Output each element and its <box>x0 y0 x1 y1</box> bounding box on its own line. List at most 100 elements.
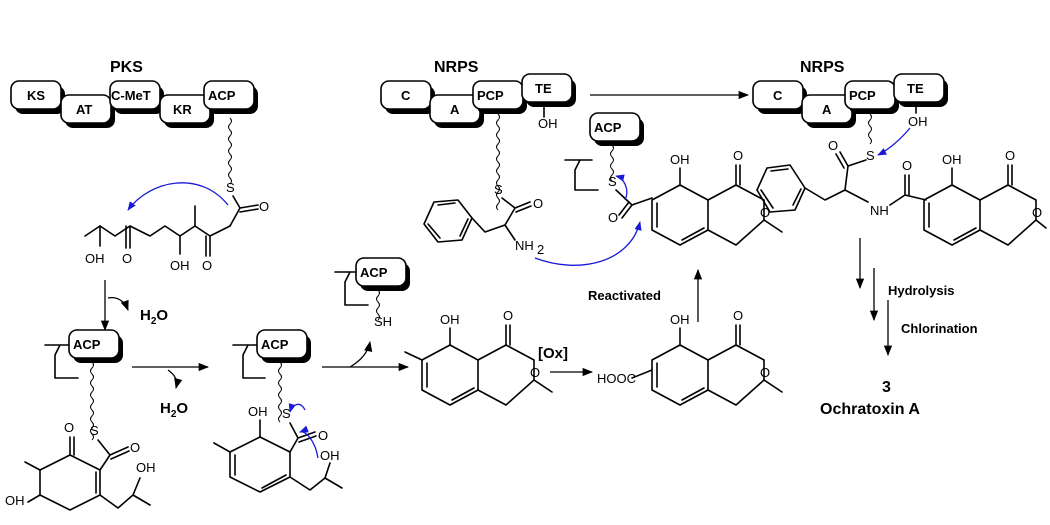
svg-text:C-MeT: C-MeT <box>111 88 151 103</box>
svg-text:ACP: ACP <box>73 337 101 352</box>
nrps2-thioester-s: S <box>866 148 875 163</box>
cyclization-curly-arrow <box>127 182 229 211</box>
svg-text:S: S <box>90 423 99 438</box>
domain-at: AT <box>60 94 115 128</box>
svg-text:KS: KS <box>27 88 45 103</box>
nrps1-domain-a: A <box>429 94 484 128</box>
nrps1-tether <box>496 113 500 211</box>
pks-thioester-s: S <box>226 180 235 195</box>
svg-text:OH: OH <box>942 152 962 167</box>
svg-text:S: S <box>608 174 617 189</box>
water-label-1: H2O <box>140 307 168 327</box>
svg-text:O: O <box>533 196 543 211</box>
nrps2-domain-pcp: PCP <box>844 80 899 114</box>
svg-text:OH: OH <box>320 448 340 463</box>
svg-text:OH: OH <box>670 312 690 327</box>
nrps1-thioester-s: S <box>494 182 503 197</box>
svg-text:ACP: ACP <box>208 88 236 103</box>
svg-text:O: O <box>318 428 328 443</box>
svg-text:TE: TE <box>535 81 552 96</box>
intermediate-2: ACP S O OH OH <box>213 329 343 493</box>
svg-text:TE: TE <box>907 81 924 96</box>
release-curly-arrow <box>877 127 911 156</box>
svg-text:PCP: PCP <box>849 88 876 103</box>
svg-text:KR: KR <box>173 102 192 117</box>
nrps2-title: NRPS <box>800 59 845 76</box>
chlorination-label: Chlorination <box>901 321 978 336</box>
svg-text:C: C <box>773 88 783 103</box>
svg-text:OH: OH <box>136 460 156 475</box>
svg-text:OH: OH <box>248 404 268 419</box>
svg-text:ACP: ACP <box>360 265 388 280</box>
svg-text:ACP: ACP <box>261 337 289 352</box>
polyketide-chain: O O OH O OH <box>84 195 269 273</box>
svg-text:O: O <box>1032 205 1042 220</box>
nrps1-domain-c: C <box>380 80 435 114</box>
svg-text:O: O <box>130 440 140 455</box>
dihydroisocoumarin: O O OH <box>404 308 553 406</box>
intermediate-1: ACP S O O OH OH <box>5 329 156 511</box>
reactivated-label: Reactivated <box>588 288 661 303</box>
svg-text:O: O <box>259 199 269 214</box>
nrps2-domain-c: C <box>752 80 807 114</box>
hydrolysis-label: Hydrolysis <box>888 283 954 298</box>
nrps1-domain-pcp: PCP <box>472 80 527 114</box>
condensation-curly-arrow <box>534 221 642 266</box>
svg-text:AT: AT <box>76 102 92 117</box>
svg-text:O: O <box>503 308 513 323</box>
pks-tether <box>228 117 232 185</box>
svg-text:OH: OH <box>440 312 460 327</box>
domain-acp: ACP <box>203 80 258 114</box>
nrps1-title: NRPS <box>434 59 479 76</box>
nrps1-domain-te: TE <box>521 73 576 107</box>
acp-bound-acid: ACP S O O O OH <box>564 112 783 246</box>
svg-text:O: O <box>608 210 618 225</box>
svg-text:O: O <box>530 365 540 380</box>
domain-cmet: C-MeT <box>109 80 164 114</box>
domain-ks: KS <box>10 80 65 114</box>
released-acp-sh: ACP SH <box>334 257 410 329</box>
svg-text:OH: OH <box>908 114 928 129</box>
water-label-2: H2O <box>160 400 188 420</box>
svg-text:O: O <box>202 258 212 273</box>
svg-text:O: O <box>902 158 912 173</box>
product-name: Ochratoxin A <box>820 401 920 418</box>
svg-text:OH: OH <box>670 152 690 167</box>
svg-text:O: O <box>828 138 838 153</box>
nrps2-tether <box>868 113 872 145</box>
svg-text:2: 2 <box>537 242 544 257</box>
svg-text:NH: NH <box>870 203 889 218</box>
phenylalanyl-thioester: O NH 2 <box>423 196 544 257</box>
svg-text:O: O <box>122 251 132 266</box>
svg-text:C: C <box>401 88 411 103</box>
svg-text:OH: OH <box>538 116 558 131</box>
svg-text:ACP: ACP <box>594 120 622 135</box>
svg-text:O: O <box>64 420 74 435</box>
oxidation-label: [Ox] <box>538 345 568 362</box>
pks-module: KS AT C-MeT KR ACP <box>10 80 258 128</box>
pks-title: PKS <box>110 59 143 76</box>
product-number: 3 <box>882 379 891 396</box>
svg-text:S: S <box>282 406 291 421</box>
nrps1-module: C A PCP TE OH <box>380 73 576 131</box>
svg-text:OH: OH <box>170 258 190 273</box>
nrps2-domain-a: A <box>801 94 856 128</box>
nrps2-module: C A PCP TE OH <box>752 73 948 129</box>
svg-text:HOOC: HOOC <box>597 371 636 386</box>
svg-text:O: O <box>733 308 743 323</box>
svg-text:A: A <box>822 102 832 117</box>
svg-text:PCP: PCP <box>477 88 504 103</box>
svg-text:O: O <box>760 205 770 220</box>
svg-text:A: A <box>450 102 460 117</box>
nrps2-domain-te: TE <box>893 73 948 107</box>
domain-kr: KR <box>159 94 214 128</box>
svg-text:OH: OH <box>85 251 105 266</box>
ochratoxin-precursor: O NH O O O OH <box>756 138 1047 246</box>
svg-text:O: O <box>1005 148 1015 163</box>
svg-text:O: O <box>733 148 743 163</box>
carboxy-dihydroisocoumarin: HOOC O O OH <box>597 308 783 406</box>
svg-text:O: O <box>760 365 770 380</box>
svg-text:SH: SH <box>374 314 392 329</box>
svg-text:OH: OH <box>5 493 25 508</box>
